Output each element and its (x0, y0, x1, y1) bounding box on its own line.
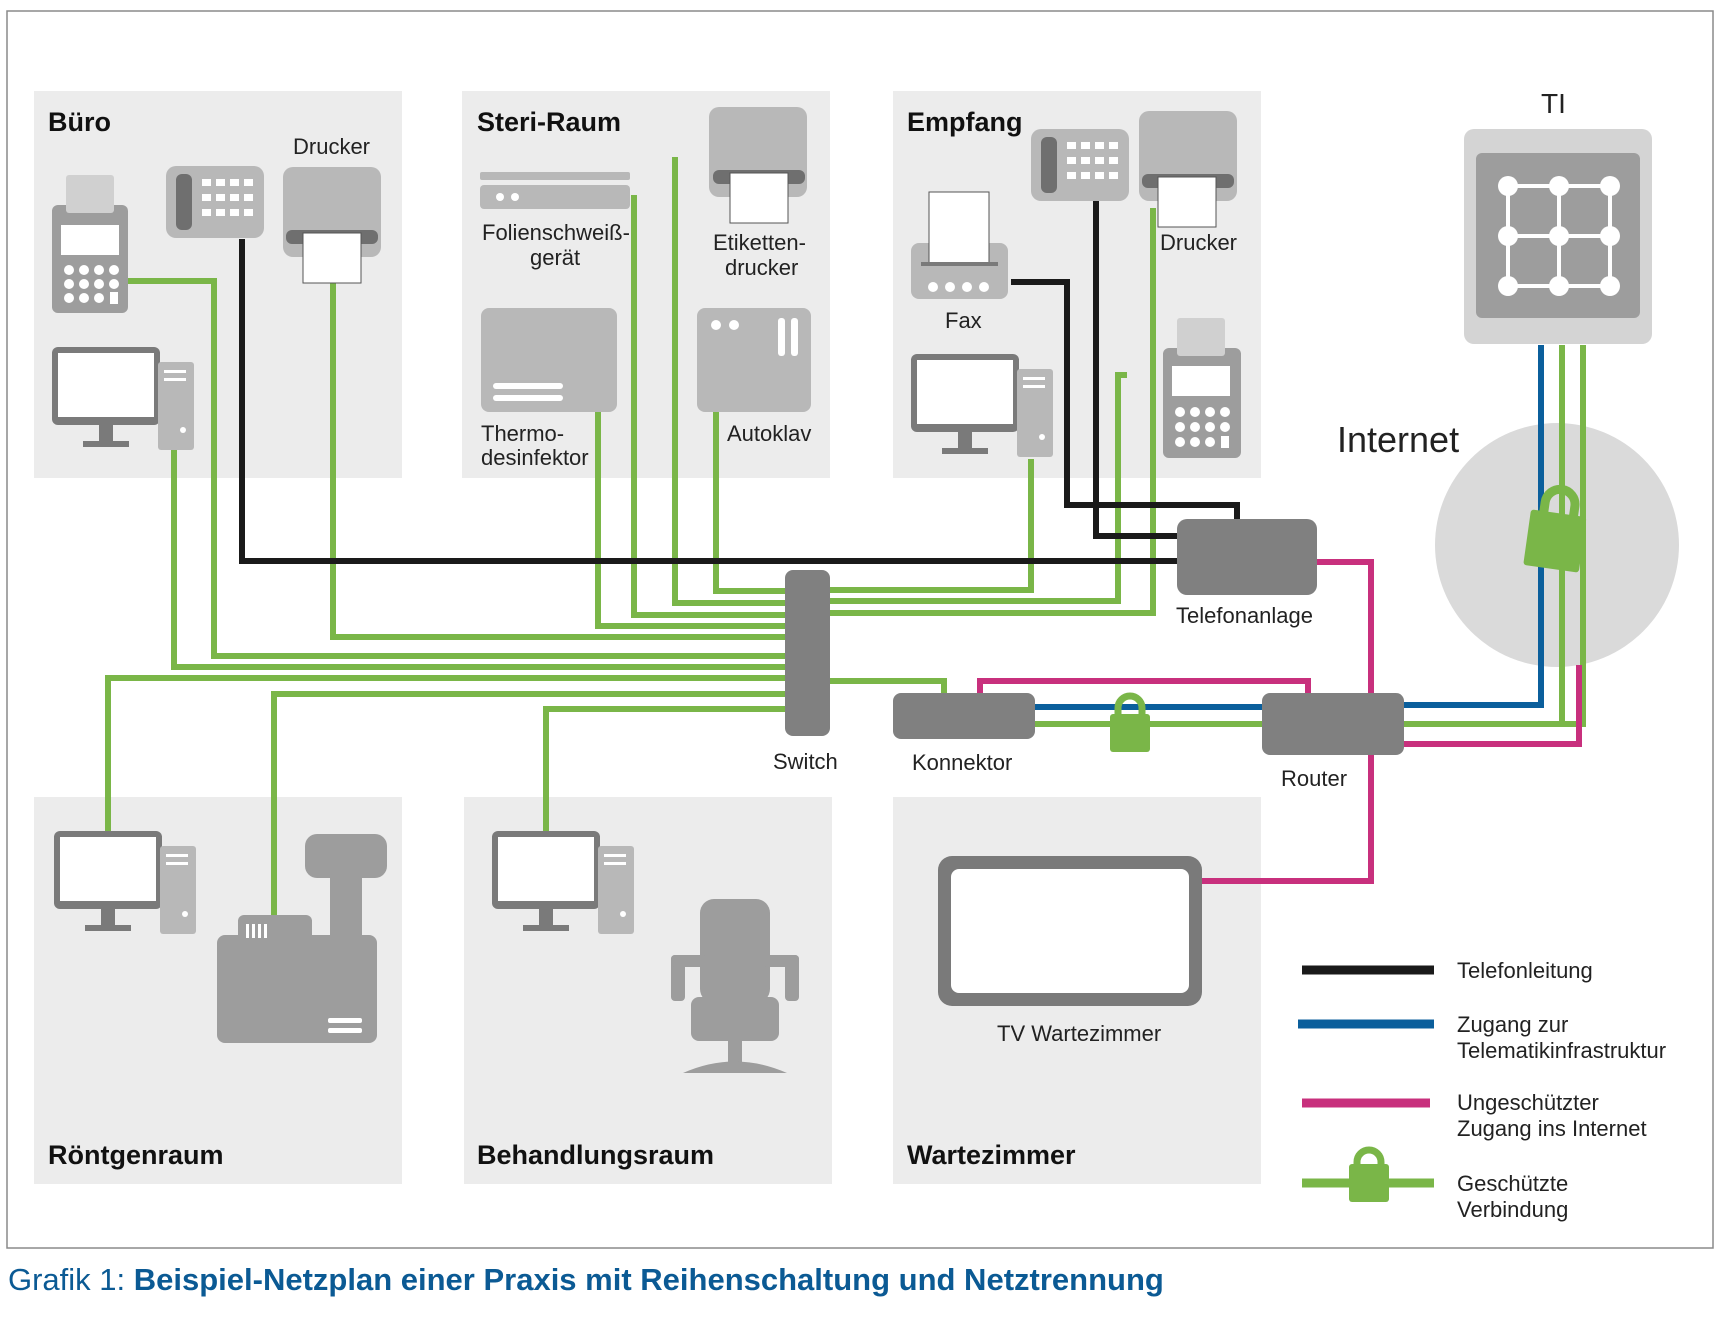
legend: Telefonleitung Zugang zur Telematikinfra… (1298, 958, 1666, 1222)
label-drucker-buero: Drucker (293, 134, 370, 159)
thermo-disinfector-icon (481, 308, 617, 412)
connector-icon (893, 693, 1035, 739)
autoclave-icon (697, 308, 811, 412)
card-terminal-icon (52, 175, 128, 313)
room-title-roentgen: Röntgenraum (48, 1140, 224, 1170)
label-internet: Internet (1337, 419, 1459, 460)
room-title-buero: Büro (48, 107, 111, 137)
legend-lock-icon (1349, 1146, 1389, 1202)
label-etiketten-1: Etiketten- (713, 230, 806, 255)
legend-ti-1: Zugang zur (1457, 1012, 1568, 1037)
pc-icon-empfang (911, 354, 1053, 457)
legend-secure-1: Geschützte (1457, 1171, 1568, 1196)
label-folien-2: gerät (530, 245, 580, 270)
router-icon (1262, 693, 1404, 755)
legend-ti-2: Telematikinfrastruktur (1457, 1038, 1666, 1063)
printer-icon-empfang (1139, 111, 1237, 228)
tv-icon (938, 856, 1202, 1006)
ti-cables (1033, 345, 1544, 710)
legend-telefon: Telefonleitung (1457, 958, 1593, 983)
legend-secure-2: Verbindung (1457, 1197, 1568, 1222)
label-autoklav: Autoklav (727, 421, 811, 446)
phone-icon (166, 166, 264, 238)
caption-prefix: Grafik 1: (8, 1262, 134, 1297)
room-title-warte: Wartezimmer (907, 1140, 1076, 1170)
phone-icon-empfang (1031, 129, 1129, 201)
label-tv: TV Wartezimmer (997, 1021, 1161, 1046)
label-thermo-2: desinfektor (481, 445, 589, 470)
figure-caption: Grafik 1: Beispiel-Netzplan einer Praxis… (8, 1262, 1164, 1298)
label-telefonanlage: Telefonanlage (1176, 603, 1313, 628)
printer-icon (283, 167, 381, 284)
caption-title: Beispiel-Netzplan einer Praxis mit Reihe… (133, 1262, 1164, 1297)
pc-icon-behandlung (492, 831, 634, 934)
label-printer-icon (709, 107, 807, 224)
label-ti: TI (1541, 88, 1566, 119)
ti-device (1464, 129, 1652, 344)
legend-inet-2: Zugang ins Internet (1457, 1116, 1647, 1141)
phone-cables (239, 201, 1240, 564)
phone-system-icon (1177, 519, 1317, 595)
label-folien-1: Folienschweiß- (482, 220, 630, 245)
label-konnektor: Konnektor (912, 750, 1012, 775)
sealing-device-icon (480, 172, 630, 209)
treatment-chair-icon (671, 899, 799, 1073)
pc-icon (52, 347, 194, 450)
lock-icon-konnektor (1110, 692, 1150, 752)
switch-icon (785, 570, 830, 736)
xray-machine-icon (217, 834, 387, 1043)
label-fax: Fax (945, 308, 982, 333)
fax-icon (911, 191, 1008, 299)
label-router: Router (1281, 766, 1347, 791)
label-drucker-empfang: Drucker (1160, 230, 1237, 255)
room-title-steri: Steri-Raum (477, 107, 621, 137)
pc-icon-roentgen (54, 831, 196, 934)
cables (105, 157, 1586, 915)
label-thermo-1: Thermo- (481, 421, 564, 446)
secure-cables (105, 157, 1586, 915)
legend-inet-1: Ungeschützter (1457, 1090, 1599, 1115)
lock-icon-internet (1523, 484, 1587, 573)
card-terminal-icon-empfang (1163, 318, 1241, 458)
label-etiketten-2: drucker (725, 255, 798, 280)
label-switch: Switch (773, 749, 838, 774)
room-title-behandlung: Behandlungsraum (477, 1140, 714, 1170)
room-title-empfang: Empfang (907, 107, 1023, 137)
